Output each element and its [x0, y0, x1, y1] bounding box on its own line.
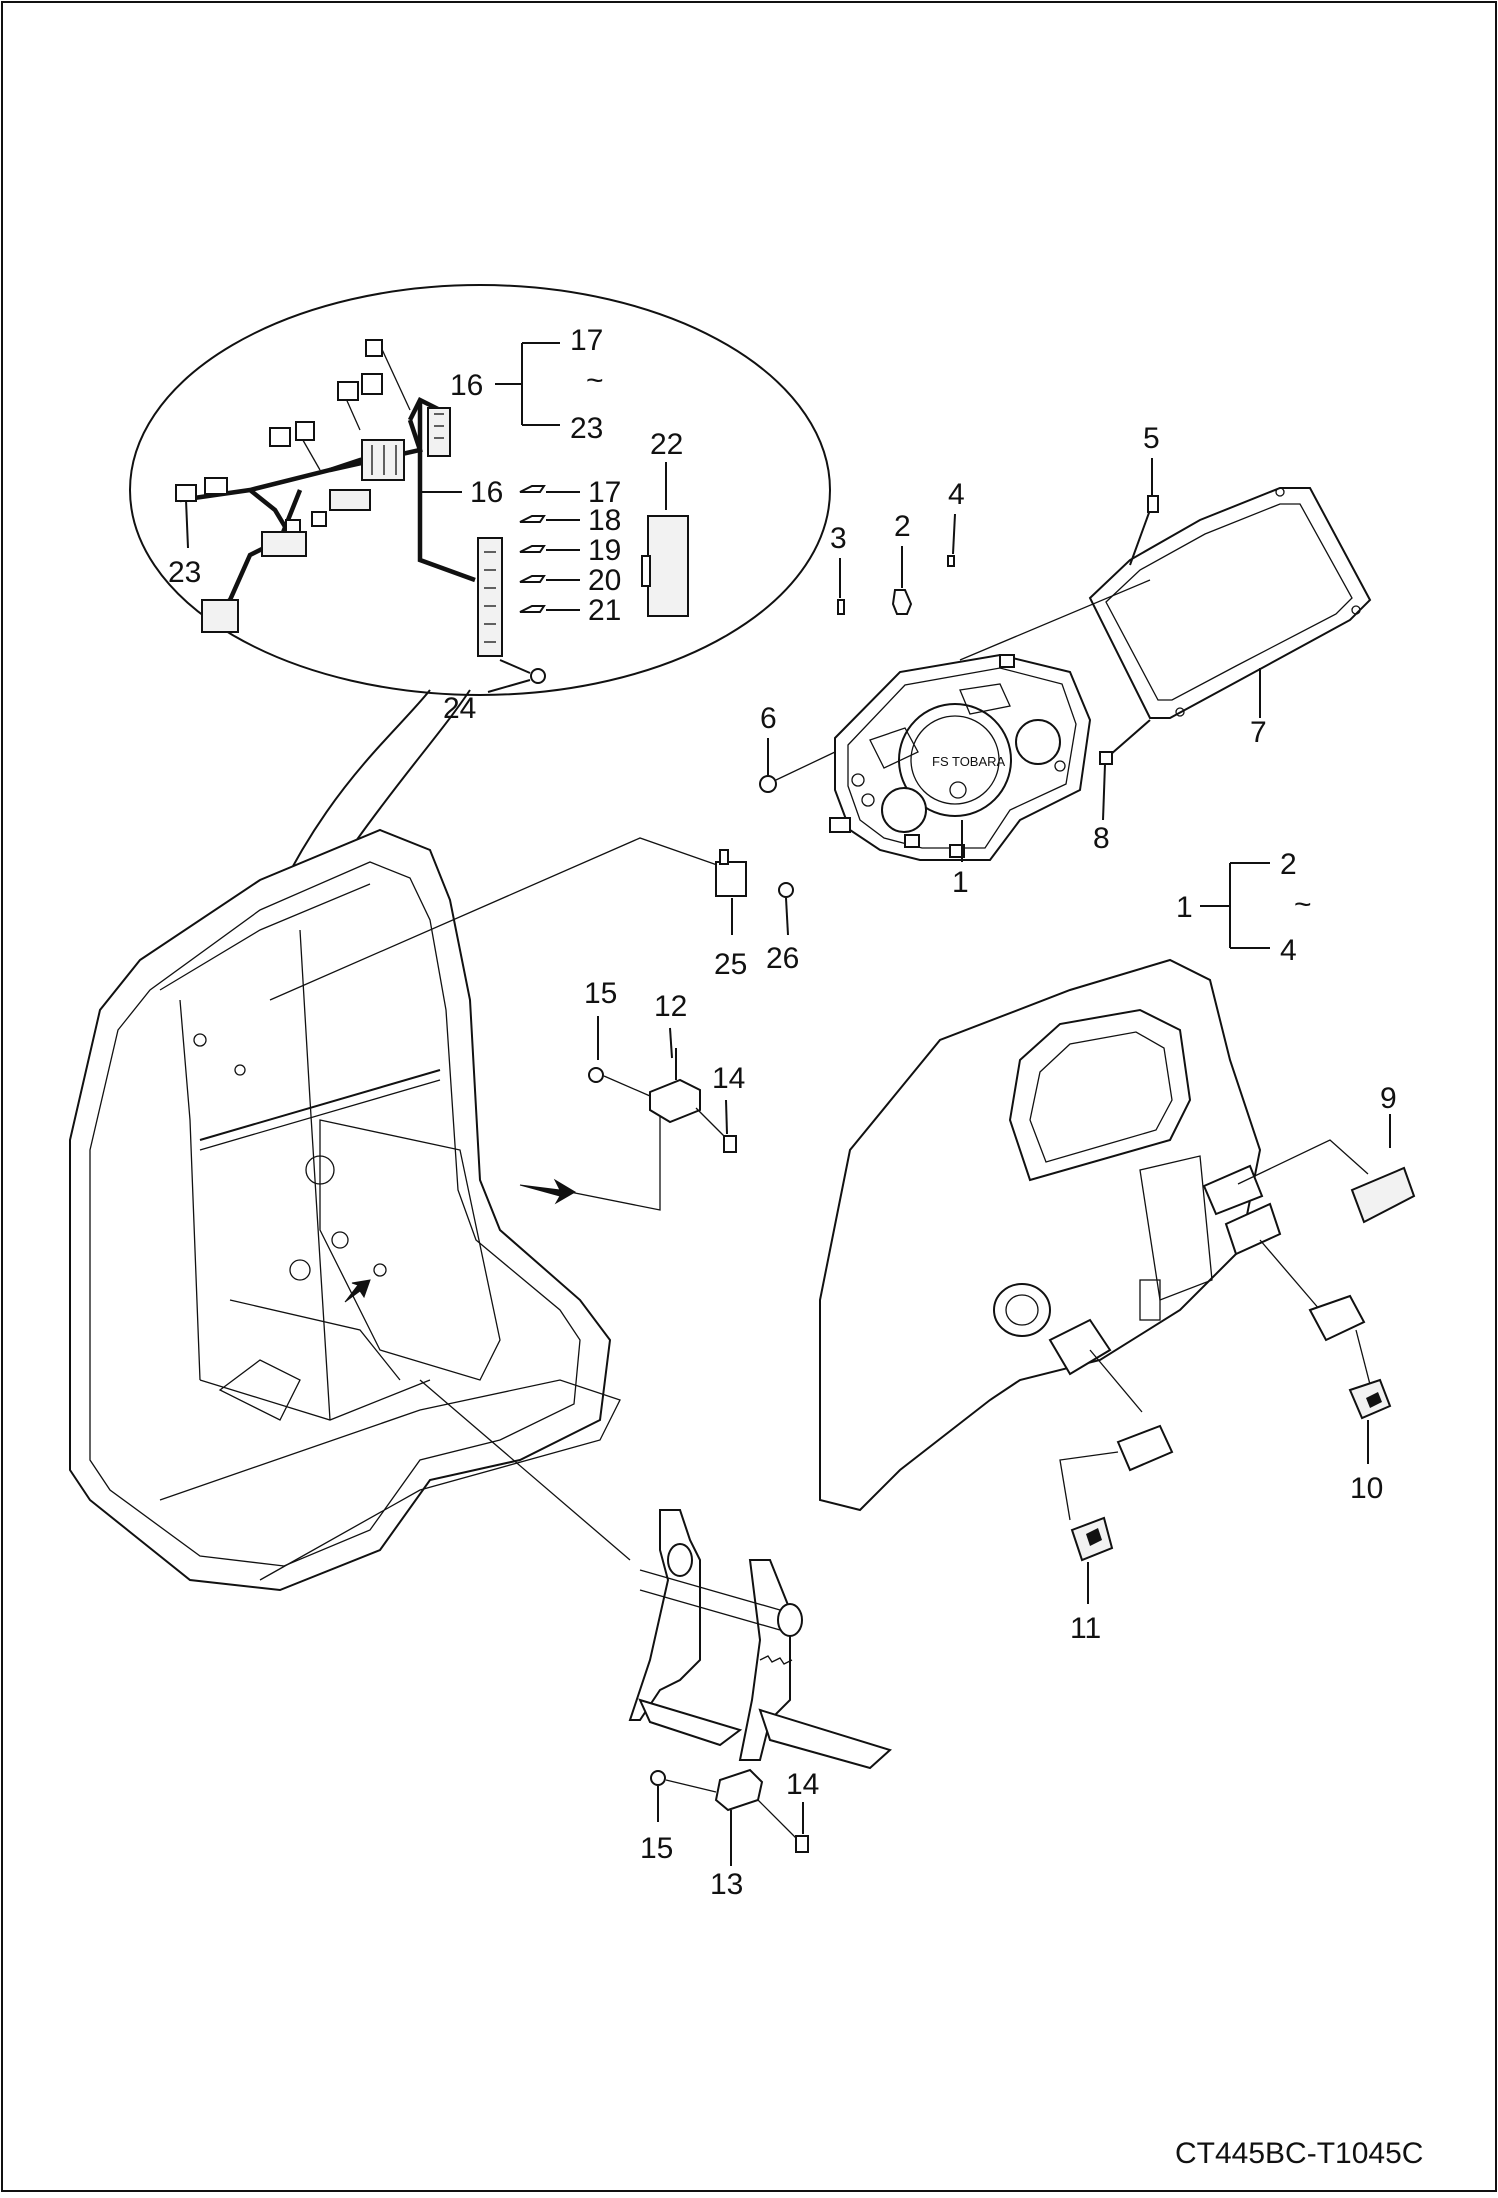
relay-assembly: 25 26 [714, 849, 799, 981]
callout-9: 9 [1380, 1082, 1397, 1115]
callout-15-lower: 15 [640, 1832, 673, 1865]
limit-switch-lower: 13 15 14 [640, 1768, 819, 1901]
callout-2: 2 [894, 510, 911, 543]
callout-3: 3 [830, 522, 847, 555]
callout-17-group: 17 [570, 324, 603, 357]
callout-1-group: 1 [1176, 891, 1193, 924]
callout-6: 6 [760, 702, 777, 735]
callout-2-group: 2 [1280, 848, 1297, 881]
callout-16-group: 16 [450, 369, 483, 402]
wire-harness [175, 339, 689, 684]
callout-12: 12 [654, 990, 687, 1023]
cluster-bezel-frame [959, 487, 1372, 765]
callout-25: 25 [714, 948, 747, 981]
gauge-label: FS TOBARA [932, 754, 1006, 769]
instrument-cluster: FS TOBARA [759, 555, 1092, 861]
callout-4-group: 4 [1280, 934, 1297, 967]
callout-tilde-cluster: ~ [1294, 888, 1312, 921]
drawing-code: CT445BC-T1045C [1175, 2137, 1423, 2170]
harness-callouts: 16 17 ~ 23 16 17 18 19 20 21 22 23 24 [168, 324, 683, 725]
front-cover-panel [819, 958, 1375, 1521]
callout-14-lower: 14 [786, 1768, 819, 1801]
limit-switch-upper: 12 15 14 [584, 977, 745, 1153]
callout-17: 17 [588, 476, 621, 509]
callout-4: 4 [948, 478, 965, 511]
callout-24: 24 [443, 692, 476, 725]
callout-21: 21 [588, 594, 621, 627]
callout-26: 26 [766, 942, 799, 975]
callout-19: 19 [588, 534, 621, 567]
callout-14-upper: 14 [712, 1062, 745, 1095]
pedal-assembly [419, 1379, 892, 1770]
blank-cover-9: 9 [1350, 1082, 1416, 1224]
rocker-switch-10: 10 [1308, 1294, 1392, 1505]
callout-tilde-harness: ~ [586, 364, 604, 397]
callout-7: 7 [1250, 716, 1267, 749]
callout-8: 8 [1093, 822, 1110, 855]
callout-13: 13 [710, 1868, 743, 1901]
callout-20: 20 [588, 564, 621, 597]
callout-15-upper: 15 [584, 977, 617, 1010]
callout-10: 10 [1350, 1472, 1383, 1505]
callout-23: 23 [168, 556, 201, 589]
dash-console-housing [69, 828, 721, 1592]
callout-22: 22 [650, 428, 683, 461]
callout-5: 5 [1143, 422, 1160, 455]
callout-11: 11 [1070, 1612, 1101, 1645]
callout-23-group: 23 [570, 412, 603, 445]
callout-16: 16 [470, 476, 503, 509]
callout-18: 18 [588, 504, 621, 537]
rocker-switch-11: 11 [1070, 1424, 1174, 1645]
callout-1: 1 [952, 866, 969, 899]
cluster-callouts: 5 4 2 3 6 7 8 1 1 2 ~ 4 [760, 422, 1312, 967]
